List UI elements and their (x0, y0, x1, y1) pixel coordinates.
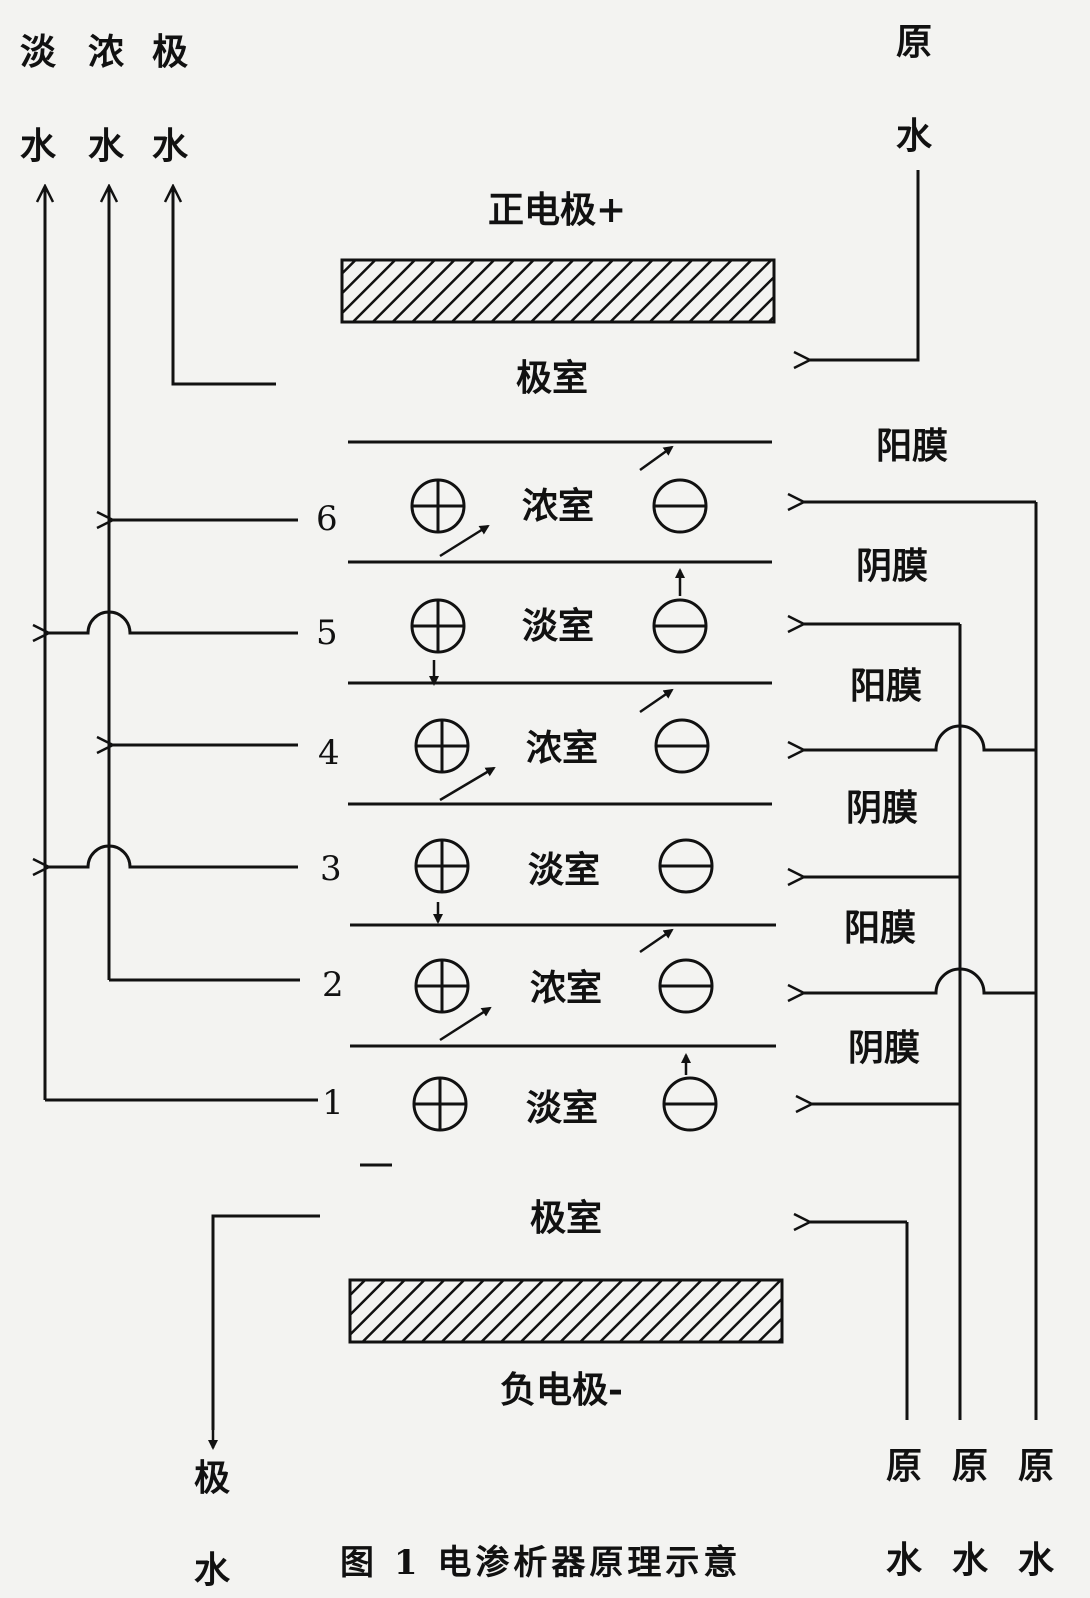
raw-water-bottom-2b: 水 (952, 1539, 989, 1581)
dilute-outlet-label-1: 淡 (20, 31, 57, 73)
raw-water-bottom-1b: 水 (886, 1539, 923, 1581)
membrane-label: 阴膜 (846, 787, 919, 829)
dilute-outlet-label-2: 水 (20, 125, 57, 167)
cell-number: 3 (320, 849, 342, 889)
anion-icon (652, 598, 708, 654)
electrode-outlet-pipe (173, 186, 276, 386)
concentrate-outlet-label-1: 浓 (88, 31, 125, 73)
cell-number: 6 (316, 499, 338, 539)
chamber-label: 浓室 (530, 967, 603, 1009)
raw-water-bottom-3a: 原 (1018, 1445, 1055, 1487)
membrane-label: 阳膜 (844, 907, 917, 949)
positive-electrode-plate (340, 258, 776, 324)
anion-icon (658, 838, 714, 894)
electrode-outlet-label-1: 极 (152, 31, 189, 73)
electrode-water-bottom-2: 水 (194, 1549, 231, 1591)
negative-electrode-label: 负电极- (500, 1369, 623, 1411)
electrode-chamber-top: 极室 (516, 357, 589, 399)
membrane-label: 阳膜 (876, 425, 949, 467)
raw-water-bottom-3b: 水 (1018, 1539, 1055, 1581)
anion-icon (662, 1076, 718, 1132)
negative-electrode-plate (348, 1278, 784, 1344)
raw-water-top-1: 原 (896, 21, 933, 63)
cell-number: 5 (316, 613, 338, 653)
raw-water-top-2: 水 (896, 115, 933, 157)
figure-caption: 图 1 电渗析器原理示意 (340, 1543, 742, 1583)
cation-icon (412, 1076, 468, 1132)
cation-icon (410, 478, 466, 534)
cell-number: 4 (318, 733, 340, 773)
membrane-label: 阴膜 (848, 1027, 921, 1069)
cell-number: 1 (322, 1083, 344, 1123)
anion-icon (654, 718, 710, 774)
membrane-label: 阳膜 (850, 665, 923, 707)
electrode-chamber-bottom: 极室 (530, 1197, 603, 1239)
chamber-label: 淡室 (526, 1087, 599, 1129)
chamber-label: 淡室 (528, 849, 601, 891)
chamber-label: 浓室 (526, 727, 599, 769)
anion-icon (652, 478, 708, 534)
anion-icon (658, 958, 714, 1014)
chamber-label: 淡室 (522, 605, 595, 647)
raw-water-bottom-2a: 原 (952, 1445, 989, 1487)
cation-icon (414, 958, 470, 1014)
cation-icon (410, 598, 466, 654)
electrode-outlet-label-2: 水 (152, 125, 189, 167)
cation-icon (414, 838, 470, 894)
membrane-label: 阴膜 (856, 545, 929, 587)
concentrate-outlet-label-2: 水 (88, 125, 125, 167)
electrode-water-bottom-1: 极 (194, 1457, 231, 1499)
positive-electrode-label: 正电极+ (488, 189, 627, 231)
cation-icon (414, 718, 470, 774)
raw-water-bottom-1a: 原 (886, 1445, 923, 1487)
cell-number: 2 (322, 965, 344, 1005)
chamber-label: 浓室 (522, 485, 595, 527)
